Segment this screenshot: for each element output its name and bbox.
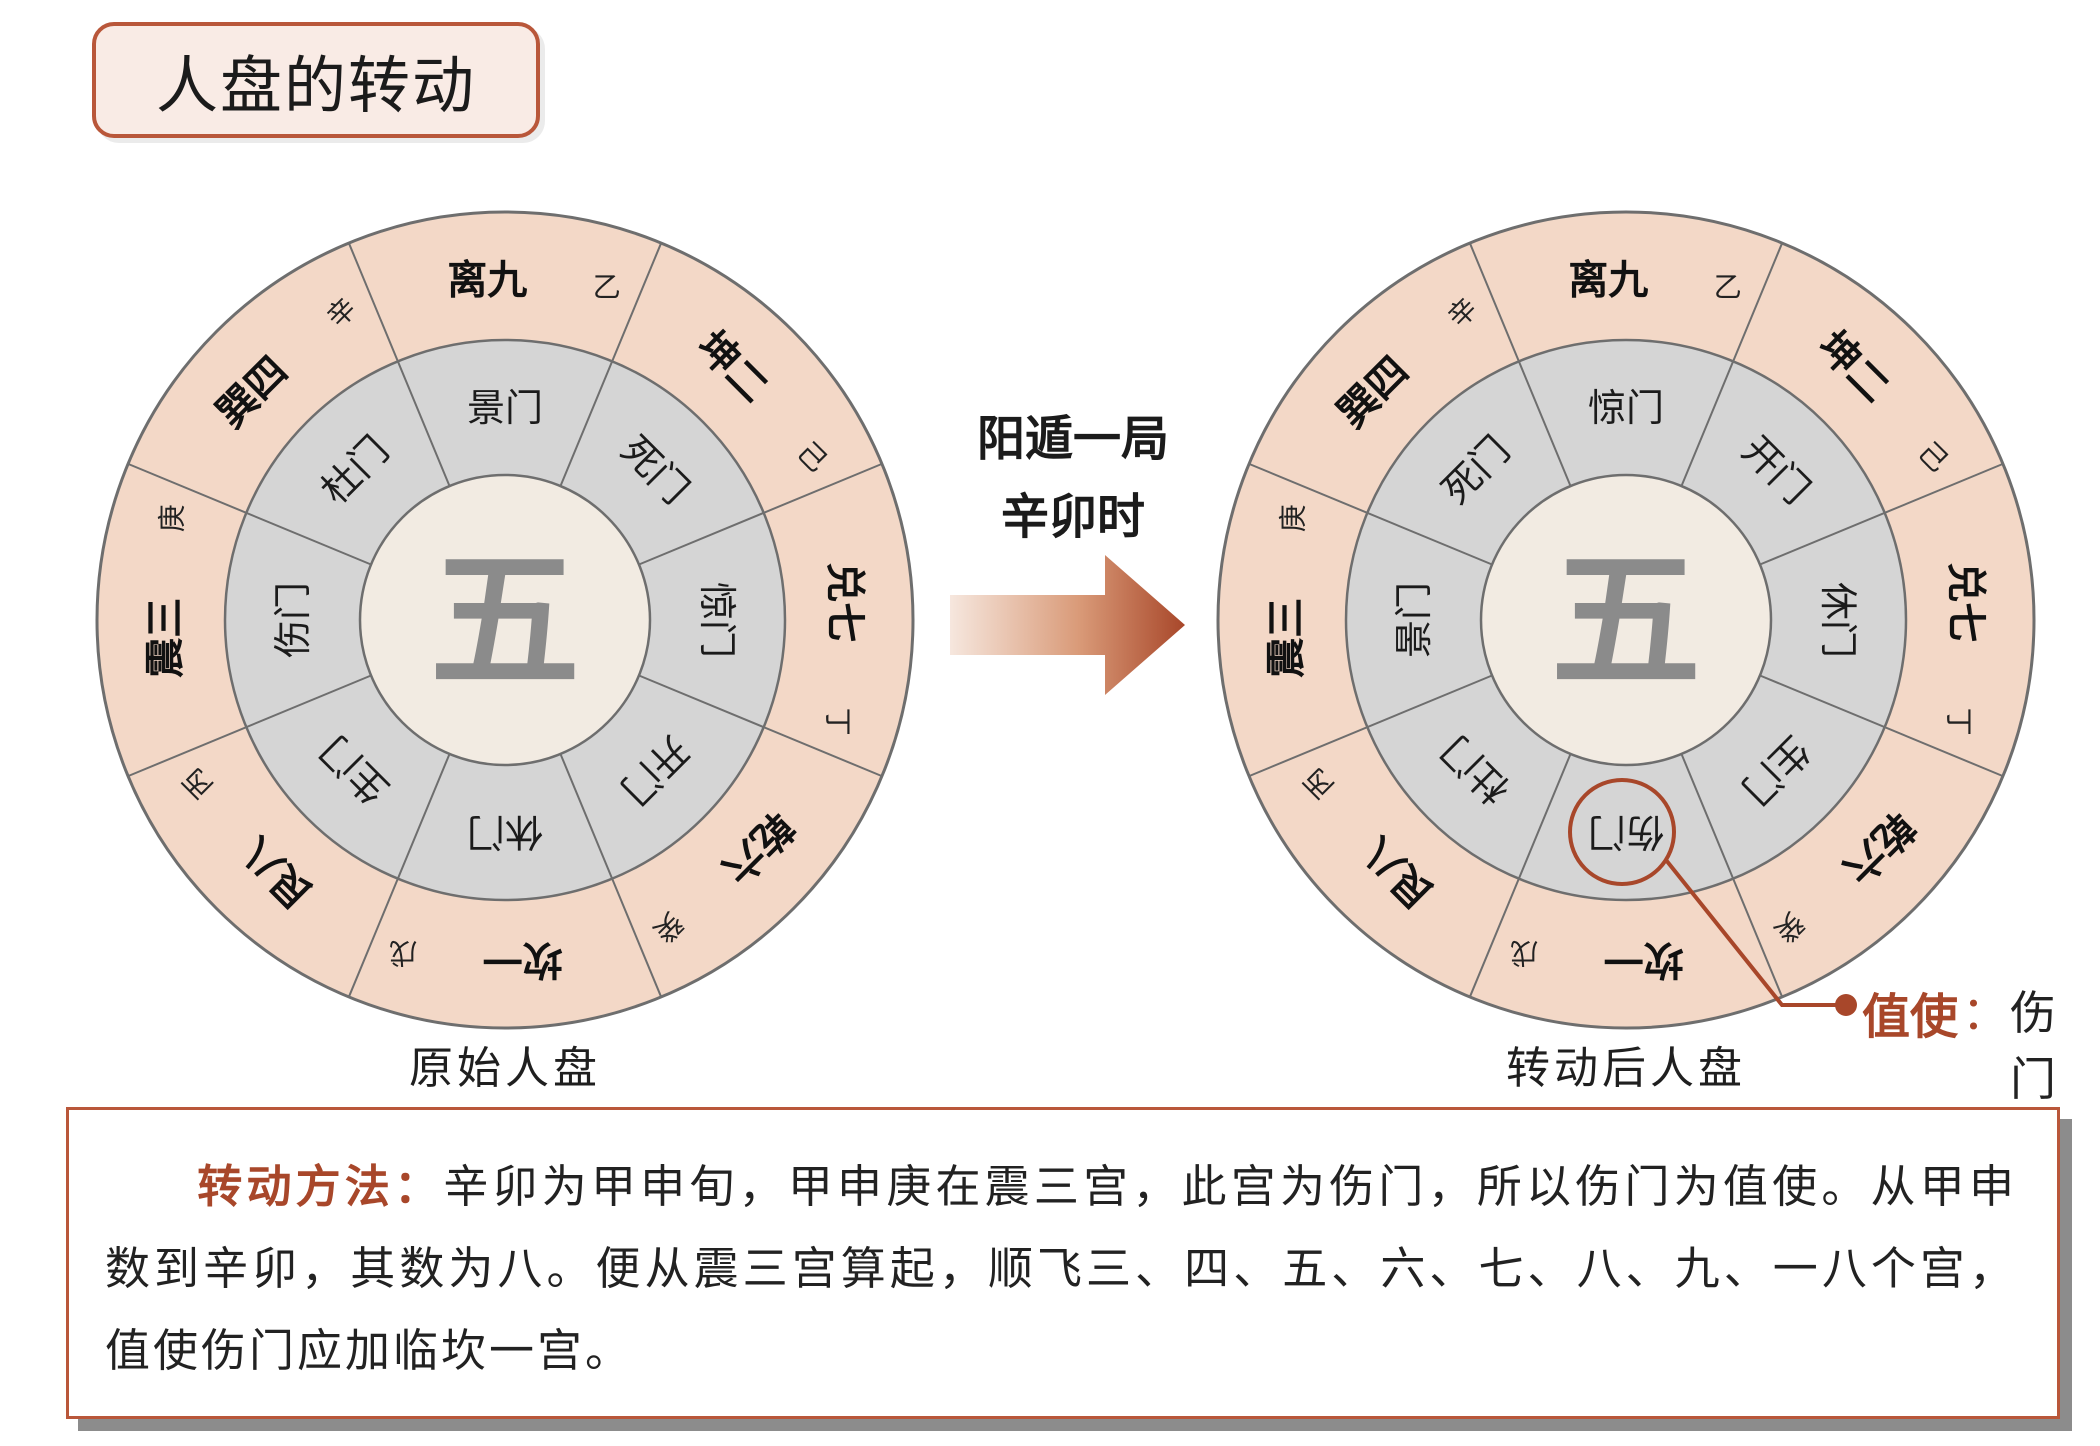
original-disk-caption: 原始人盘 [409, 1043, 601, 1094]
valuer-value: 伤门 [2010, 986, 2056, 1106]
left-palace-stem: 丁 [821, 708, 854, 736]
left-divider [127, 674, 372, 778]
right-palace-name: 兑七 [1943, 562, 1989, 642]
left-divider [559, 753, 663, 998]
right-palace-stem: 乙 [1714, 271, 1742, 304]
right-divider [1759, 674, 2004, 778]
left-divider [347, 242, 451, 487]
rotation-arrow [950, 555, 1185, 695]
original-human-disk: 五离九乙坤二己兑七丁乾六癸坎一戊艮八丙震三庚巽四辛景门死门惊门开门休门生门伤门杜… [95, 210, 915, 1030]
right-palace-name: 震三 [1263, 598, 1309, 678]
right-divider [1759, 462, 2004, 566]
left-palace-name: 震三 [142, 598, 188, 678]
rotated-disk-caption: 转动后人盘 [1506, 1043, 1746, 1094]
left-divider [638, 674, 883, 778]
left-door-label: 休门 [467, 810, 543, 854]
arrow-label-line2: 辛卯时 [1001, 489, 1145, 545]
right-divider [1248, 462, 1493, 566]
right-divider [1468, 753, 1572, 998]
right-palace-name: 离九 [1568, 257, 1648, 303]
left-palace-stem: 庚 [156, 504, 189, 532]
left-center-circle [358, 473, 652, 767]
left-palace-name: 兑七 [822, 562, 868, 642]
left-divider [347, 753, 451, 998]
left-door-label: 景门 [467, 386, 543, 430]
right-palace-stem: 庚 [1277, 504, 1310, 532]
arrow-label-line1: 阳遁一局 [977, 411, 1169, 467]
right-palace-name: 坎一 [1604, 937, 1684, 983]
right-divider [1468, 242, 1572, 487]
left-palace-name: 坎一 [483, 937, 563, 983]
method-note-text: 转动方法：辛卯为甲申旬，甲申庚在震三宫，此宫为伤门，所以伤门为值使。从甲申数到辛… [105, 1146, 2017, 1392]
valuer-callout [1568, 778, 1857, 1016]
right-divider [1680, 753, 1784, 998]
left-center-glyph: 五 [430, 535, 580, 709]
method-note-box: 转动方法：辛卯为甲申旬，甲申庚在震三宫，此宫为伤门，所以伤门为值使。从甲申数到辛… [66, 1107, 2060, 1419]
right-divider [1680, 242, 1784, 487]
right-center-glyph: 五 [1551, 535, 1701, 709]
right-center-circle [1479, 473, 1773, 767]
left-door-label: 惊门 [695, 582, 739, 658]
method-note-body: 辛卯为甲申旬，甲申庚在震三宫，此宫为伤门，所以伤门为值使。从甲申数到辛卯，其数为… [105, 1160, 2017, 1377]
valuer-colon: ： [1962, 986, 2008, 1040]
right-door-label: 惊门 [1588, 386, 1664, 430]
right-palace-stem: 戊 [1510, 936, 1538, 969]
left-divider [638, 462, 883, 566]
rotated-human-disk: 五离九乙坤二己兑七丁乾六癸坎一戊艮八丙震三庚巽四辛惊门开门休门生门伤门杜门景门死… [1216, 210, 2036, 1030]
left-divider [559, 242, 663, 487]
left-palace-name: 离九 [447, 257, 527, 303]
method-note-lead: 转动方法： [197, 1160, 444, 1213]
left-divider [127, 462, 372, 566]
page-title: 人盘的转动 [155, 49, 476, 122]
callout-dot-icon [1835, 994, 1857, 1016]
right-palace-stem: 丁 [1942, 708, 1975, 736]
left-palace-stem: 戊 [389, 936, 417, 969]
right-door-label: 景门 [1392, 582, 1436, 658]
left-door-label: 伤门 [271, 582, 315, 658]
right-divider [1248, 674, 1493, 778]
right-door-label: 伤门 [1588, 810, 1664, 854]
right-door-label: 休门 [1816, 582, 1860, 658]
valuer-label: 值使 [1862, 989, 1959, 1045]
left-palace-stem: 乙 [593, 271, 621, 304]
title-box: 人盘的转动 [92, 22, 540, 138]
